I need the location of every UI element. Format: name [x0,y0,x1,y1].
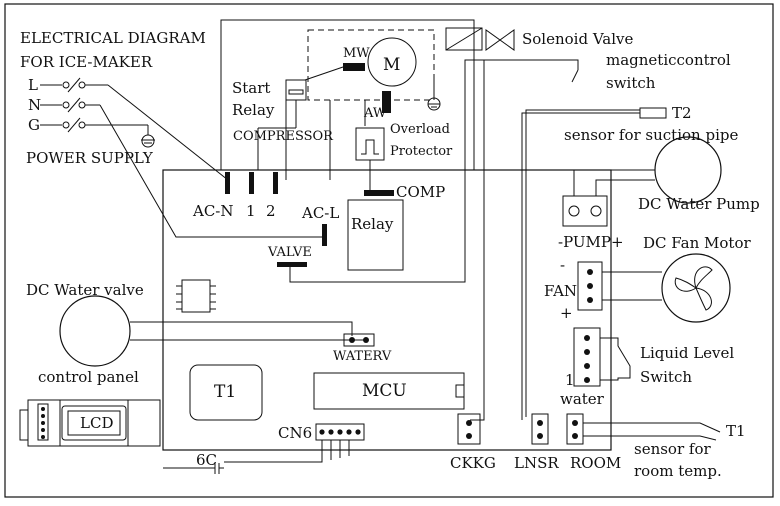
start-relay-label-2: Relay [232,101,275,119]
solenoid-valve-label: Solenoid Valve [522,30,634,48]
liquid-level-connector [573,327,601,387]
power-n-label: N [28,96,41,114]
lnsr-label: LNSR [514,454,559,472]
ckkg-label: CKKG [450,454,496,472]
t1-room-label: T1 [726,422,746,440]
fan-connector [577,261,603,311]
title-line2: FOR ICE-MAKER [20,53,153,71]
overload-label-2: Protector [390,144,453,159]
ckkg-connector [457,413,481,445]
valve-label: VALVE [267,245,312,260]
valve-terminal [277,262,307,267]
control-panel-label: control panel [38,368,139,386]
t2-label: T2 [672,104,692,122]
room-sensor-label-2: room temp. [634,462,722,480]
t2-sensor [639,107,667,119]
solenoid-valve-symbol [445,27,515,51]
liquid-level-label-1: Liquid Level [640,344,734,362]
relay-box [347,199,404,271]
compressor: M MW AW Overload Protector Start Relay C… [220,19,475,201]
fan-icon [661,253,731,323]
pin1-label: 1 [246,202,256,220]
room-sensor-label-1: sensor for [634,440,711,458]
lnsr-connector [531,413,549,445]
power-g-label: G [28,116,40,134]
t1-board-box [189,364,263,421]
control-panel: LCD [19,399,161,447]
fan-minus-label: - [560,256,565,274]
dc-water-pump-label: DC Water Pump [638,195,760,213]
liquid-level-label-2: Switch [640,368,692,386]
pump-connector-label: -PUMP+ [558,233,624,251]
mw-label: MW [343,46,370,61]
power-supply: L N G POWER SUPPLY [26,76,155,167]
t1-board-label: T1 [214,382,236,402]
aw-label: AW [363,106,387,121]
power-supply-label: POWER SUPPLY [26,149,154,167]
outer-frame [4,3,774,498]
water-label: water [560,390,605,408]
mcu-label: MCU [362,381,407,401]
room-connector [566,413,584,445]
magnetic-switch-label-2: switch [606,74,656,92]
pin2-label: 2 [266,202,276,220]
dc-water-pump-symbol [654,136,722,204]
relay-label: Relay [351,215,394,233]
dc-water-valve-symbol [59,295,131,367]
dc-water-valve-label: DC Water valve [26,281,144,299]
comp-label: COMP [396,183,445,201]
pin2-terminal [273,172,278,194]
motor-symbol: M [383,55,400,75]
ac-l-label: AC-L [301,204,339,222]
ac-l-terminal [322,224,327,246]
title-line1: ELECTRICAL DIAGRAM [20,29,206,47]
water-num-label: 1 [565,371,575,389]
magnetic-switch-label-1: magneticcontrol [606,51,731,69]
cap-label: 6C [196,451,217,469]
ac-n-terminal [225,172,230,194]
pump-connector [562,195,608,227]
fan-plus-label: + [560,304,573,322]
waterv-label: WATERV [333,349,392,364]
room-label: ROOM [570,454,621,472]
overload-label-1: Overload [390,122,450,137]
suction-sensor-label: sensor for suction pipe [564,126,738,144]
ac-n-label: AC-N [192,202,234,220]
cn6-label: CN6 [278,424,312,442]
dc-fan-motor-label: DC Fan Motor [643,234,751,252]
power-l-label: L [28,76,38,94]
start-relay-label-1: Start [232,79,270,97]
lcd-label: LCD [80,414,113,432]
pin1-terminal [249,172,254,194]
ic-chip [176,279,216,313]
ground-symbol-icon [141,134,155,148]
compressor-label: COMPRESSOR [233,129,334,144]
fan-label: FAN [544,282,577,300]
